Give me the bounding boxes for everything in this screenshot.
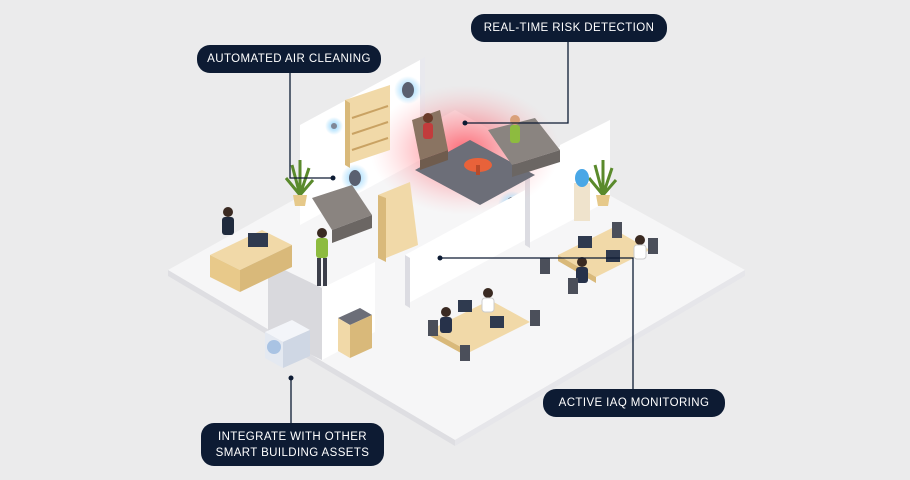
sensor-icon (325, 117, 343, 135)
ac-unit (265, 320, 310, 368)
callout-text: REAL-TIME RISK DETECTION (483, 22, 655, 34)
callout-automated-air-cleaning: AUTOMATED AIR CLEANING (197, 45, 381, 73)
callout-text: AUTOMATED AIR CLEANING (207, 53, 371, 65)
office-chairs (428, 222, 658, 361)
partition (560, 120, 610, 215)
connector-iaq-monitoring (440, 257, 634, 389)
person (423, 113, 433, 139)
person (510, 115, 520, 143)
bookshelf (345, 85, 390, 168)
connector-dots (288, 120, 468, 381)
printer (338, 308, 372, 358)
partition-edge (405, 255, 410, 308)
callout-integrate-building-assets: INTEGRATE WITH OTHER SMART BUILDING ASSE… (201, 423, 384, 466)
water-cooler (574, 169, 590, 221)
callout-text-line2: SMART BUILDING ASSETS (215, 446, 370, 459)
person (222, 207, 234, 235)
connector-risk-detection (465, 42, 569, 124)
partition (405, 190, 525, 305)
person (316, 228, 328, 286)
callout-text-line1: INTEGRATE WITH OTHER (218, 430, 367, 443)
desk (210, 230, 292, 292)
cabinet (378, 182, 418, 262)
callout-active-iaq-monitoring: ACTIVE IAQ MONITORING (543, 389, 725, 417)
sensor-icon (341, 164, 369, 192)
callout-text: ACTIVE IAQ MONITORING (558, 397, 710, 409)
floor-edge (168, 270, 455, 446)
callout-connectors (289, 42, 634, 423)
sofa (312, 185, 372, 243)
floor-edge-right (455, 270, 745, 446)
coffee-table (464, 158, 492, 175)
callout-real-time-risk-detection: REAL-TIME RISK DETECTION (471, 14, 667, 42)
sensor-icon (394, 76, 422, 104)
connector-air-cleaning (289, 73, 333, 179)
workstation (558, 228, 650, 283)
sofa (488, 118, 560, 177)
plant (587, 160, 618, 206)
